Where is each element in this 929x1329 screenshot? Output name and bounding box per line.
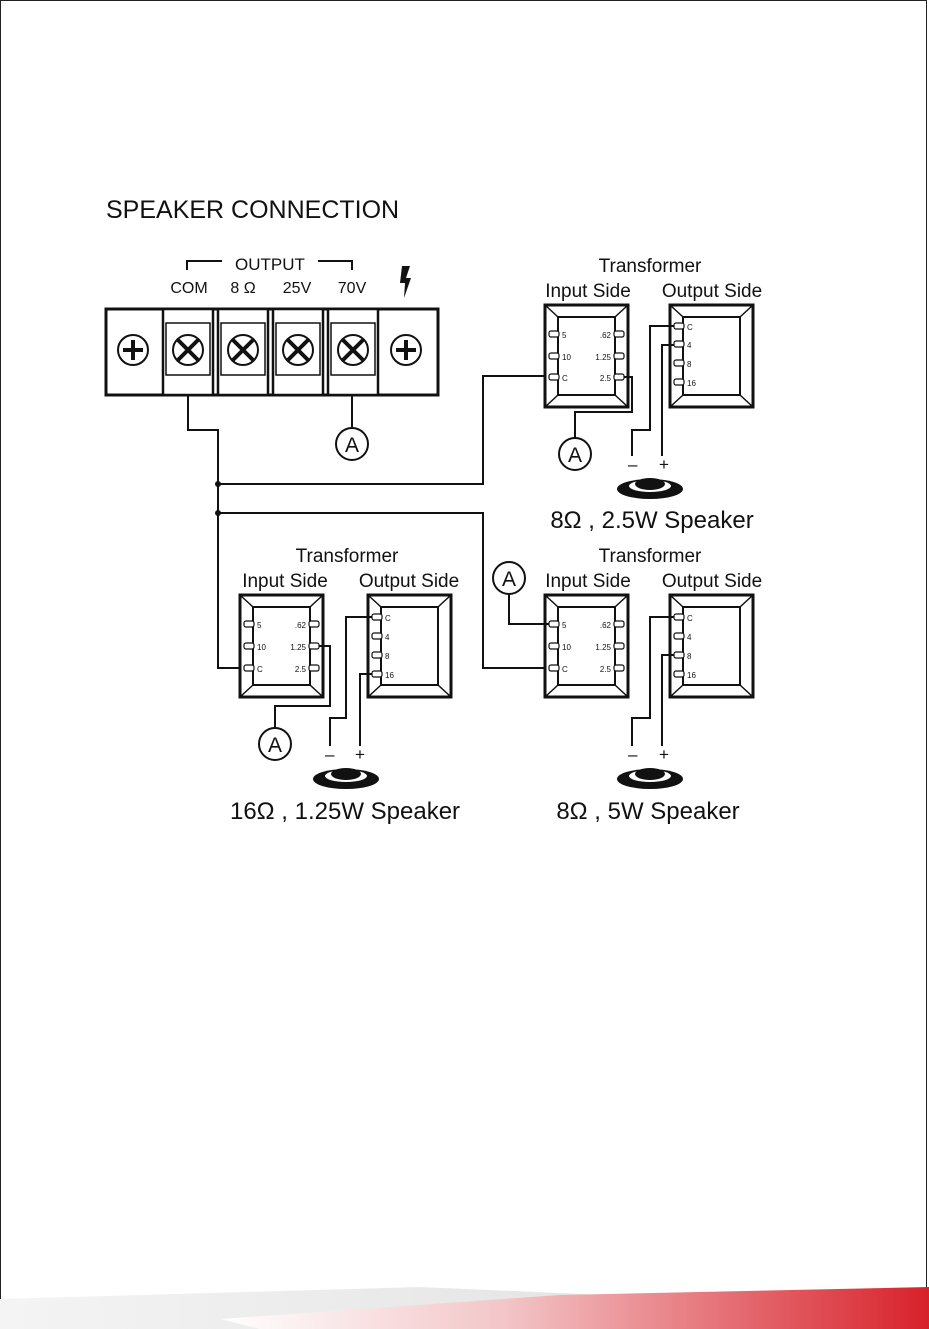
terminal-25v[interactable] (271, 307, 325, 397)
pin-label: .62 (600, 331, 612, 340)
pin-label: .62 (295, 621, 307, 630)
pin-label: 2.5 (600, 665, 612, 674)
polarity-negative: – (628, 455, 638, 474)
output-side-label: Output Side (662, 571, 762, 592)
terminal-label-8ohm: 8 Ω (230, 280, 255, 297)
pin-label: 2.5 (295, 665, 307, 674)
speaker-label: 8Ω , 5W Speaker (556, 798, 739, 825)
speaker-icon (617, 768, 683, 789)
pin-label: C (687, 614, 693, 623)
com-bus-wiring (187, 375, 548, 669)
terminal-block: OUTPUT COM 8 Ω 25V 70V (104, 255, 440, 461)
tap-marker: A (558, 437, 592, 471)
tap-marker-70v-label: A (345, 434, 359, 457)
pin-label: 16 (687, 379, 696, 388)
terminal-label-70v: 70V (338, 280, 367, 297)
transformer-title: Transformer (599, 256, 702, 277)
transformer-bottom-left: Transformer Input Side Output Side 5 10 … (230, 546, 460, 825)
input-side-box: 5 10 C .62 1.25 2.5 (543, 303, 630, 409)
end-screw-left (117, 334, 149, 366)
pin-label: C (562, 374, 568, 383)
pin-label: C (257, 665, 263, 674)
pin-label: 2.5 (600, 374, 612, 383)
pin-label: 5 (562, 331, 567, 340)
pin-label: 10 (257, 643, 266, 652)
transformer-bottom-right: Transformer Input Side Output Side 5 10 … (492, 546, 762, 825)
pin-label: 16 (687, 671, 696, 680)
pin-label: C (562, 665, 568, 674)
tap-marker-label: A (502, 568, 516, 591)
tap-marker-label: A (268, 734, 282, 757)
speaker-label: 8Ω , 2.5W Speaker (550, 507, 753, 534)
polarity-positive: + (659, 455, 669, 474)
pin-label: 8 (687, 652, 692, 661)
terminal-70v[interactable] (326, 307, 380, 397)
pin-label: 10 (562, 353, 571, 362)
output-group-label: OUTPUT (235, 255, 305, 274)
speaker-label: 16Ω , 1.25W Speaker (230, 798, 460, 825)
pin-label: 1.25 (595, 643, 611, 652)
terminal-label-25v: 25V (283, 280, 312, 297)
speaker-icon (617, 478, 683, 499)
output-side-box: C 4 8 16 (366, 593, 453, 699)
pin-label: .62 (600, 621, 612, 630)
lightning-bolt-icon (400, 266, 411, 298)
end-screw-right (390, 334, 422, 366)
pin-label: 4 (687, 633, 692, 642)
pin-label: 8 (687, 360, 692, 369)
input-side-box: 5 10 C .62 1.25 2.5 (543, 593, 630, 699)
pin-label: 4 (687, 341, 692, 350)
terminal-com[interactable] (161, 307, 215, 397)
tap-marker: A (492, 561, 526, 595)
input-side-box: 5 10 C .62 1.25 2.5 (238, 593, 325, 699)
input-side-label: Input Side (242, 571, 328, 592)
output-side-box: C 4 8 16 (668, 593, 755, 699)
input-side-label: Input Side (545, 571, 631, 592)
polarity-negative: – (628, 745, 638, 764)
pin-label: 5 (562, 621, 567, 630)
tap-marker-label: A (568, 444, 582, 467)
pin-label: C (687, 323, 693, 332)
tap-marker-70v: A (335, 427, 369, 461)
terminal-label-com: COM (170, 280, 207, 297)
output-side-box: C 4 8 16 (668, 303, 755, 409)
polarity-positive: + (355, 745, 365, 764)
transformer-title: Transformer (599, 546, 702, 567)
polarity-positive: + (659, 745, 669, 764)
footer-decoration (0, 1287, 929, 1329)
pin-label: 1.25 (595, 353, 611, 362)
output-side-label: Output Side (662, 281, 762, 302)
pin-label: 10 (562, 643, 571, 652)
tap-marker: A (258, 727, 292, 761)
polarity-negative: – (325, 745, 335, 764)
output-bracket-right (318, 260, 353, 270)
pin-label: 8 (385, 652, 390, 661)
terminal-8ohm[interactable] (216, 307, 270, 397)
pin-label: 1.25 (290, 643, 306, 652)
pin-label: C (385, 614, 391, 623)
diagram-title: SPEAKER CONNECTION (106, 196, 399, 224)
output-side-label: Output Side (359, 571, 459, 592)
transformer-title: Transformer (296, 546, 399, 567)
pin-label: 16 (385, 671, 394, 680)
input-side-label: Input Side (545, 281, 631, 302)
pin-label: 4 (385, 633, 390, 642)
transformer-top-right: Transformer Input Side Output Side 5 10 … (543, 256, 762, 534)
output-bracket-left (186, 260, 222, 270)
speaker-icon (313, 768, 379, 789)
pin-label: 5 (257, 621, 262, 630)
